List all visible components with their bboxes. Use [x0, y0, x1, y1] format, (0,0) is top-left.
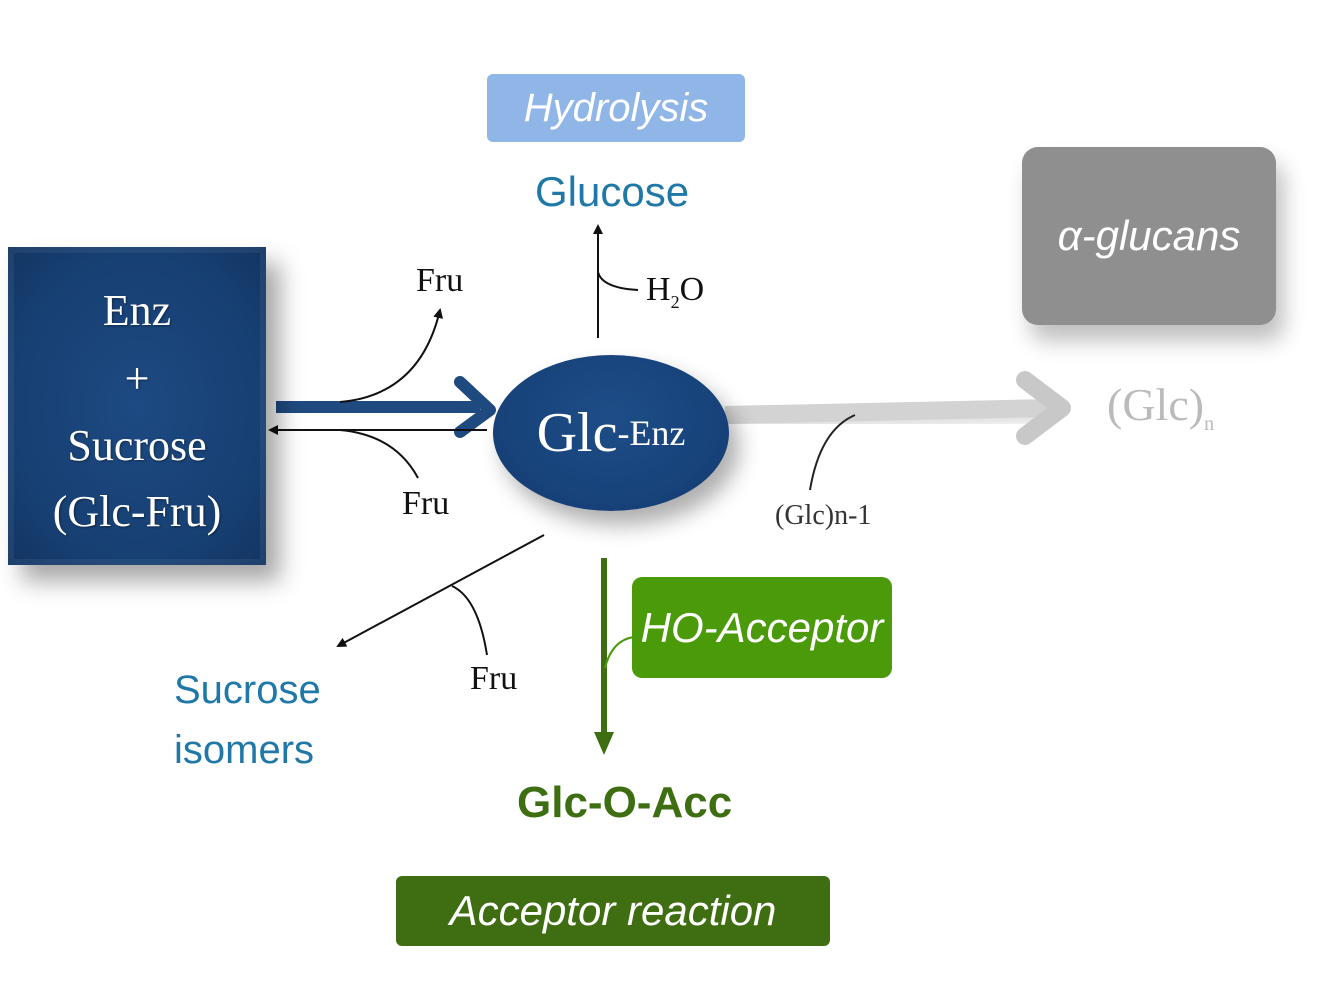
hydrolysis-label: Hydrolysis [523, 85, 709, 130]
plus-sign: + [124, 354, 150, 403]
isomerization-arrow [336, 534, 545, 647]
glc-n-minus-1-connector [809, 414, 856, 491]
water-connector [597, 271, 639, 291]
fru-bottom-label: Fru [470, 660, 518, 697]
glc-enzyme-intermediate: Glc-Enz [493, 355, 729, 511]
sucrose-isomers-line2: isomers [174, 728, 315, 772]
alpha-glucans-label: α-glucans [1057, 212, 1241, 259]
alpha-glucans-box: α-glucans [1022, 147, 1276, 325]
fru-bottom-connector [451, 585, 488, 656]
glc-enz-suffix: -Enz [617, 413, 686, 453]
hydrolysis-label-box: Hydrolysis [487, 74, 745, 142]
acceptor-arrowhead [594, 732, 614, 755]
fru-top-label: Fru [416, 262, 464, 299]
acceptor-reaction-label: Acceptor reaction [449, 887, 777, 934]
glc-n-label: (Glc)n [1107, 378, 1214, 436]
water-label: H2O [646, 271, 704, 313]
forward-arrow [276, 376, 496, 438]
acceptor-reaction-box: Acceptor reaction [396, 876, 830, 946]
ho-acceptor-label: HO-Acceptor [640, 603, 884, 651]
fru-middle-connector [339, 429, 419, 479]
sucrose-isomers-label: Sucrose isomers [174, 660, 321, 780]
sucrose-label: Sucrose [67, 421, 207, 470]
ho-acceptor-connector [604, 636, 635, 669]
water-o: O [679, 271, 705, 308]
glucose-label: Glucose [535, 168, 690, 215]
ho-acceptor-box: HO-Acceptor [632, 577, 892, 678]
enzyme-sucrose-box: Enz + Sucrose (Glc-Fru) [8, 247, 266, 565]
sucrose-isomers-line1: Sucrose [174, 668, 321, 712]
glc-n-main: (Glc) [1107, 379, 1205, 430]
glc-n-minus-1-label: (Glc)n-1 [775, 500, 872, 531]
water-subscript: 2 [670, 291, 680, 312]
polymerization-arrow [724, 371, 1071, 445]
glc-o-acc-label: Glc-O-Acc [517, 778, 733, 827]
glc-n-subscript: n [1204, 413, 1215, 436]
glc-fru-label: (Glc-Fru) [52, 487, 222, 536]
water-h: H [646, 271, 671, 308]
enzyme-label: Enz [102, 286, 172, 335]
fru-top-connector [339, 308, 444, 403]
fru-middle-label: Fru [402, 485, 450, 522]
glc-enz-main: Glc [536, 402, 618, 464]
